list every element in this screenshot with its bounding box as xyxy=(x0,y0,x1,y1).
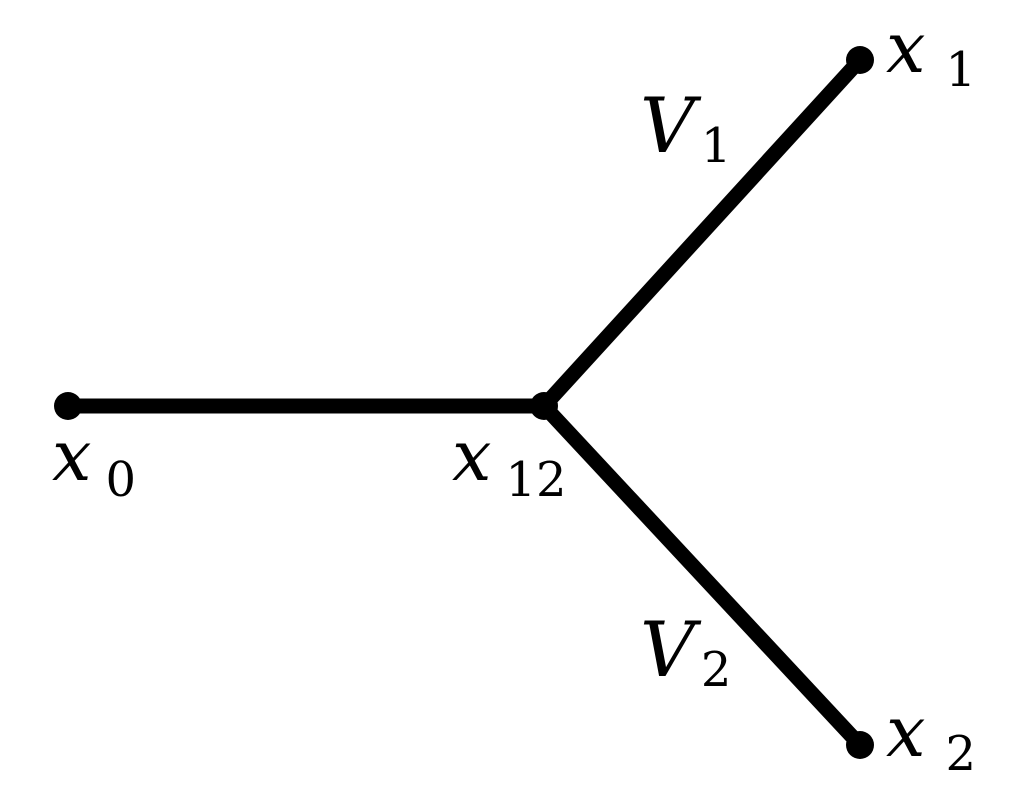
label-v1-symbol: V xyxy=(640,81,702,170)
label-x1-subscript: 1 xyxy=(945,42,976,98)
label-v2-subscript: 2 xyxy=(701,642,732,698)
label-x12-subscript: 12 xyxy=(505,452,566,508)
node-x2 xyxy=(846,731,874,759)
label-x0: x 0 xyxy=(52,415,136,508)
label-v2-symbol: V xyxy=(640,605,702,694)
edge-x12-x1 xyxy=(538,54,866,412)
label-v2: V 2 xyxy=(640,605,731,698)
label-x0-symbol: x xyxy=(52,415,91,497)
label-x1: x 1 xyxy=(886,7,976,98)
label-x1-symbol: x xyxy=(886,7,925,89)
edge-x12-x2 xyxy=(538,400,866,751)
label-x0-subscript: 0 xyxy=(105,452,136,508)
label-x12-symbol: x xyxy=(452,415,491,497)
label-x2-symbol: x xyxy=(886,691,925,773)
label-v1-subscript: 1 xyxy=(701,118,732,174)
node-x0 xyxy=(54,392,82,420)
label-x2: x 2 xyxy=(886,691,976,782)
node-x1 xyxy=(846,46,874,74)
label-x2-subscript: 2 xyxy=(945,726,976,782)
label-v1: V 1 xyxy=(640,81,731,174)
node-x12 xyxy=(530,392,558,420)
label-x12: x 12 xyxy=(452,415,567,508)
